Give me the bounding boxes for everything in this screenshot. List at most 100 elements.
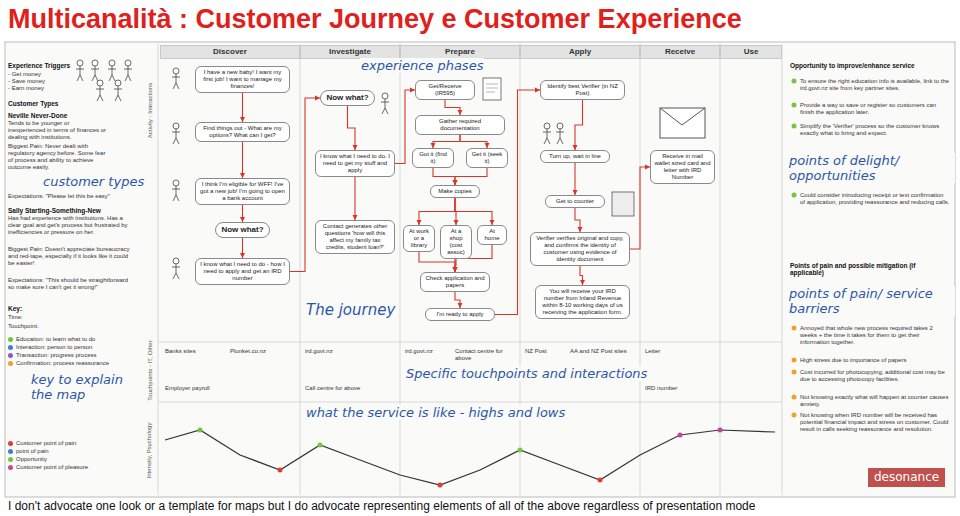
circle-shape: [792, 193, 797, 198]
envelope-icon: [660, 108, 705, 138]
circle-shape: [792, 124, 797, 129]
flow-arrow: [455, 198, 492, 225]
flow-arrow: [242, 238, 243, 258]
note-text: ird.govt.nz: [405, 348, 450, 355]
node-text: Gather required documentation: [419, 118, 501, 132]
journey-bubble: At a shop (cost assoc): [440, 225, 472, 259]
envelope-flap: [660, 108, 705, 125]
note-text: Cost incurred for photocopying, addition…: [800, 369, 950, 383]
flow-arrow: [455, 292, 460, 308]
journey-bubble: Get it (seek it): [466, 148, 508, 168]
node-text: Get it (seek it): [470, 151, 504, 165]
legend-swatch: [8, 449, 13, 454]
note-text: Simplify the 'Verifier' process so the c…: [800, 123, 950, 137]
journey-bubble: Check application and papers: [420, 272, 490, 292]
node-text: Now what?: [219, 225, 266, 235]
journey-bubble: Gather required documentation: [415, 115, 505, 135]
annotation: experience phases: [360, 58, 484, 73]
note-text: Employer payroll: [165, 385, 225, 392]
line-shape: [520, 44, 521, 495]
legend-text: Opportunity: [16, 456, 47, 462]
note-text: High stress due to importance of papers: [800, 357, 950, 364]
use-shape: [543, 123, 551, 144]
legend-row: Opportunity: [8, 456, 47, 463]
circle-shape: [792, 103, 797, 108]
use-shape: [172, 68, 180, 89]
grid-lines: [158, 44, 782, 495]
circle-shape: [438, 483, 443, 488]
circle-shape: [278, 468, 283, 473]
legend-text: Education: to learn what to do: [16, 336, 95, 342]
circle-shape: [718, 428, 723, 433]
flow-arrow: [630, 167, 650, 249]
intensity-curve: [165, 430, 775, 485]
journey-bubble: I know what I need to do - how I need to…: [195, 258, 290, 285]
note-text: Experience Triggers: [8, 62, 70, 69]
row-label: Activity - Interactions: [147, 82, 154, 137]
node-text: Apply: [523, 47, 637, 57]
circle-shape: [518, 448, 523, 453]
annotation: what the service is like - highs and low…: [305, 405, 566, 420]
note-text: Biggest Pain: Doesn't appreciate bureauc…: [8, 246, 133, 267]
journey-bubble: Receive in mail wallet sized card and le…: [650, 150, 715, 184]
note-text: Neville Never-Done: [8, 112, 67, 119]
node-text: At home: [481, 228, 503, 242]
note-text: Expectations: "This should be straightfo…: [8, 277, 133, 291]
circle-shape: [792, 395, 797, 400]
use-shape: [108, 60, 116, 81]
note-text: IRD number: [645, 385, 705, 392]
node-text: I know what I need to do. I need to get …: [319, 153, 391, 174]
use-shape: [114, 80, 122, 101]
journey-bubble: Verifier verifies original and copy, and…: [530, 232, 630, 266]
annotation: points of pain/ service barriers: [788, 286, 955, 316]
legend-row: point of pain: [8, 448, 49, 455]
form-icon: [483, 78, 501, 100]
legend-swatch: [8, 361, 13, 366]
counter-icon: [612, 192, 634, 216]
flow-arrow: [580, 266, 583, 285]
note-text: To ensure the right education info is av…: [800, 78, 950, 92]
use-shape: [556, 123, 564, 144]
circle-shape: [792, 79, 797, 84]
phase-header: Discover: [160, 45, 300, 59]
annotation: customer types: [42, 174, 145, 189]
flow-arrow: [460, 135, 487, 148]
journey-bubble: At work or a library: [403, 225, 435, 252]
line-shape: [400, 44, 401, 495]
node-text: Investigate: [303, 47, 397, 57]
node-text: Receive in mail wallet sized card and le…: [654, 153, 711, 181]
journey-bubble: You will receive your IRD number from In…: [535, 285, 630, 319]
use-shape: [172, 123, 180, 144]
bullet-dots: [792, 79, 797, 418]
flow-arrow: [242, 205, 243, 222]
phase-header: Receive: [640, 45, 720, 59]
note-text: NZ Post: [525, 348, 565, 355]
note-text: Plunket.co.nz: [230, 348, 290, 355]
flow-arrow: [433, 168, 455, 185]
flow-arrow: [574, 163, 575, 195]
line-shape: [158, 342, 782, 343]
node-text: Check application and papers: [424, 275, 486, 289]
journey-bubble: Got it (find it): [412, 148, 454, 168]
note-text: Customer Types: [8, 100, 58, 107]
note-text: Time:: [8, 314, 23, 321]
circle-shape: [792, 413, 797, 418]
circle-shape: [198, 428, 203, 433]
intensity-dots: [198, 428, 723, 488]
note-text: Not knowing when IRD number will be rece…: [800, 412, 950, 433]
phase-header: Apply: [520, 45, 640, 59]
flow-arrow: [242, 142, 243, 178]
flow-arrow: [348, 106, 356, 150]
journey-bubble: Make copies: [430, 185, 480, 198]
node-text: At work or a library: [407, 228, 431, 249]
journey-bubble: I know what I need to do. I need to get …: [315, 150, 395, 177]
line-shape: [300, 44, 301, 495]
node-text: I'm ready to apply: [429, 311, 491, 318]
legend-row: Confirmation: process reassurance: [8, 360, 109, 367]
use-shape: [172, 180, 180, 201]
note-text: Banks sites: [165, 348, 225, 355]
journey-bubble: Contact generates other questions 'how w…: [315, 220, 395, 254]
note-text: ird.govt.nz: [305, 348, 365, 355]
legend-row: Customer point of pain: [8, 440, 76, 447]
